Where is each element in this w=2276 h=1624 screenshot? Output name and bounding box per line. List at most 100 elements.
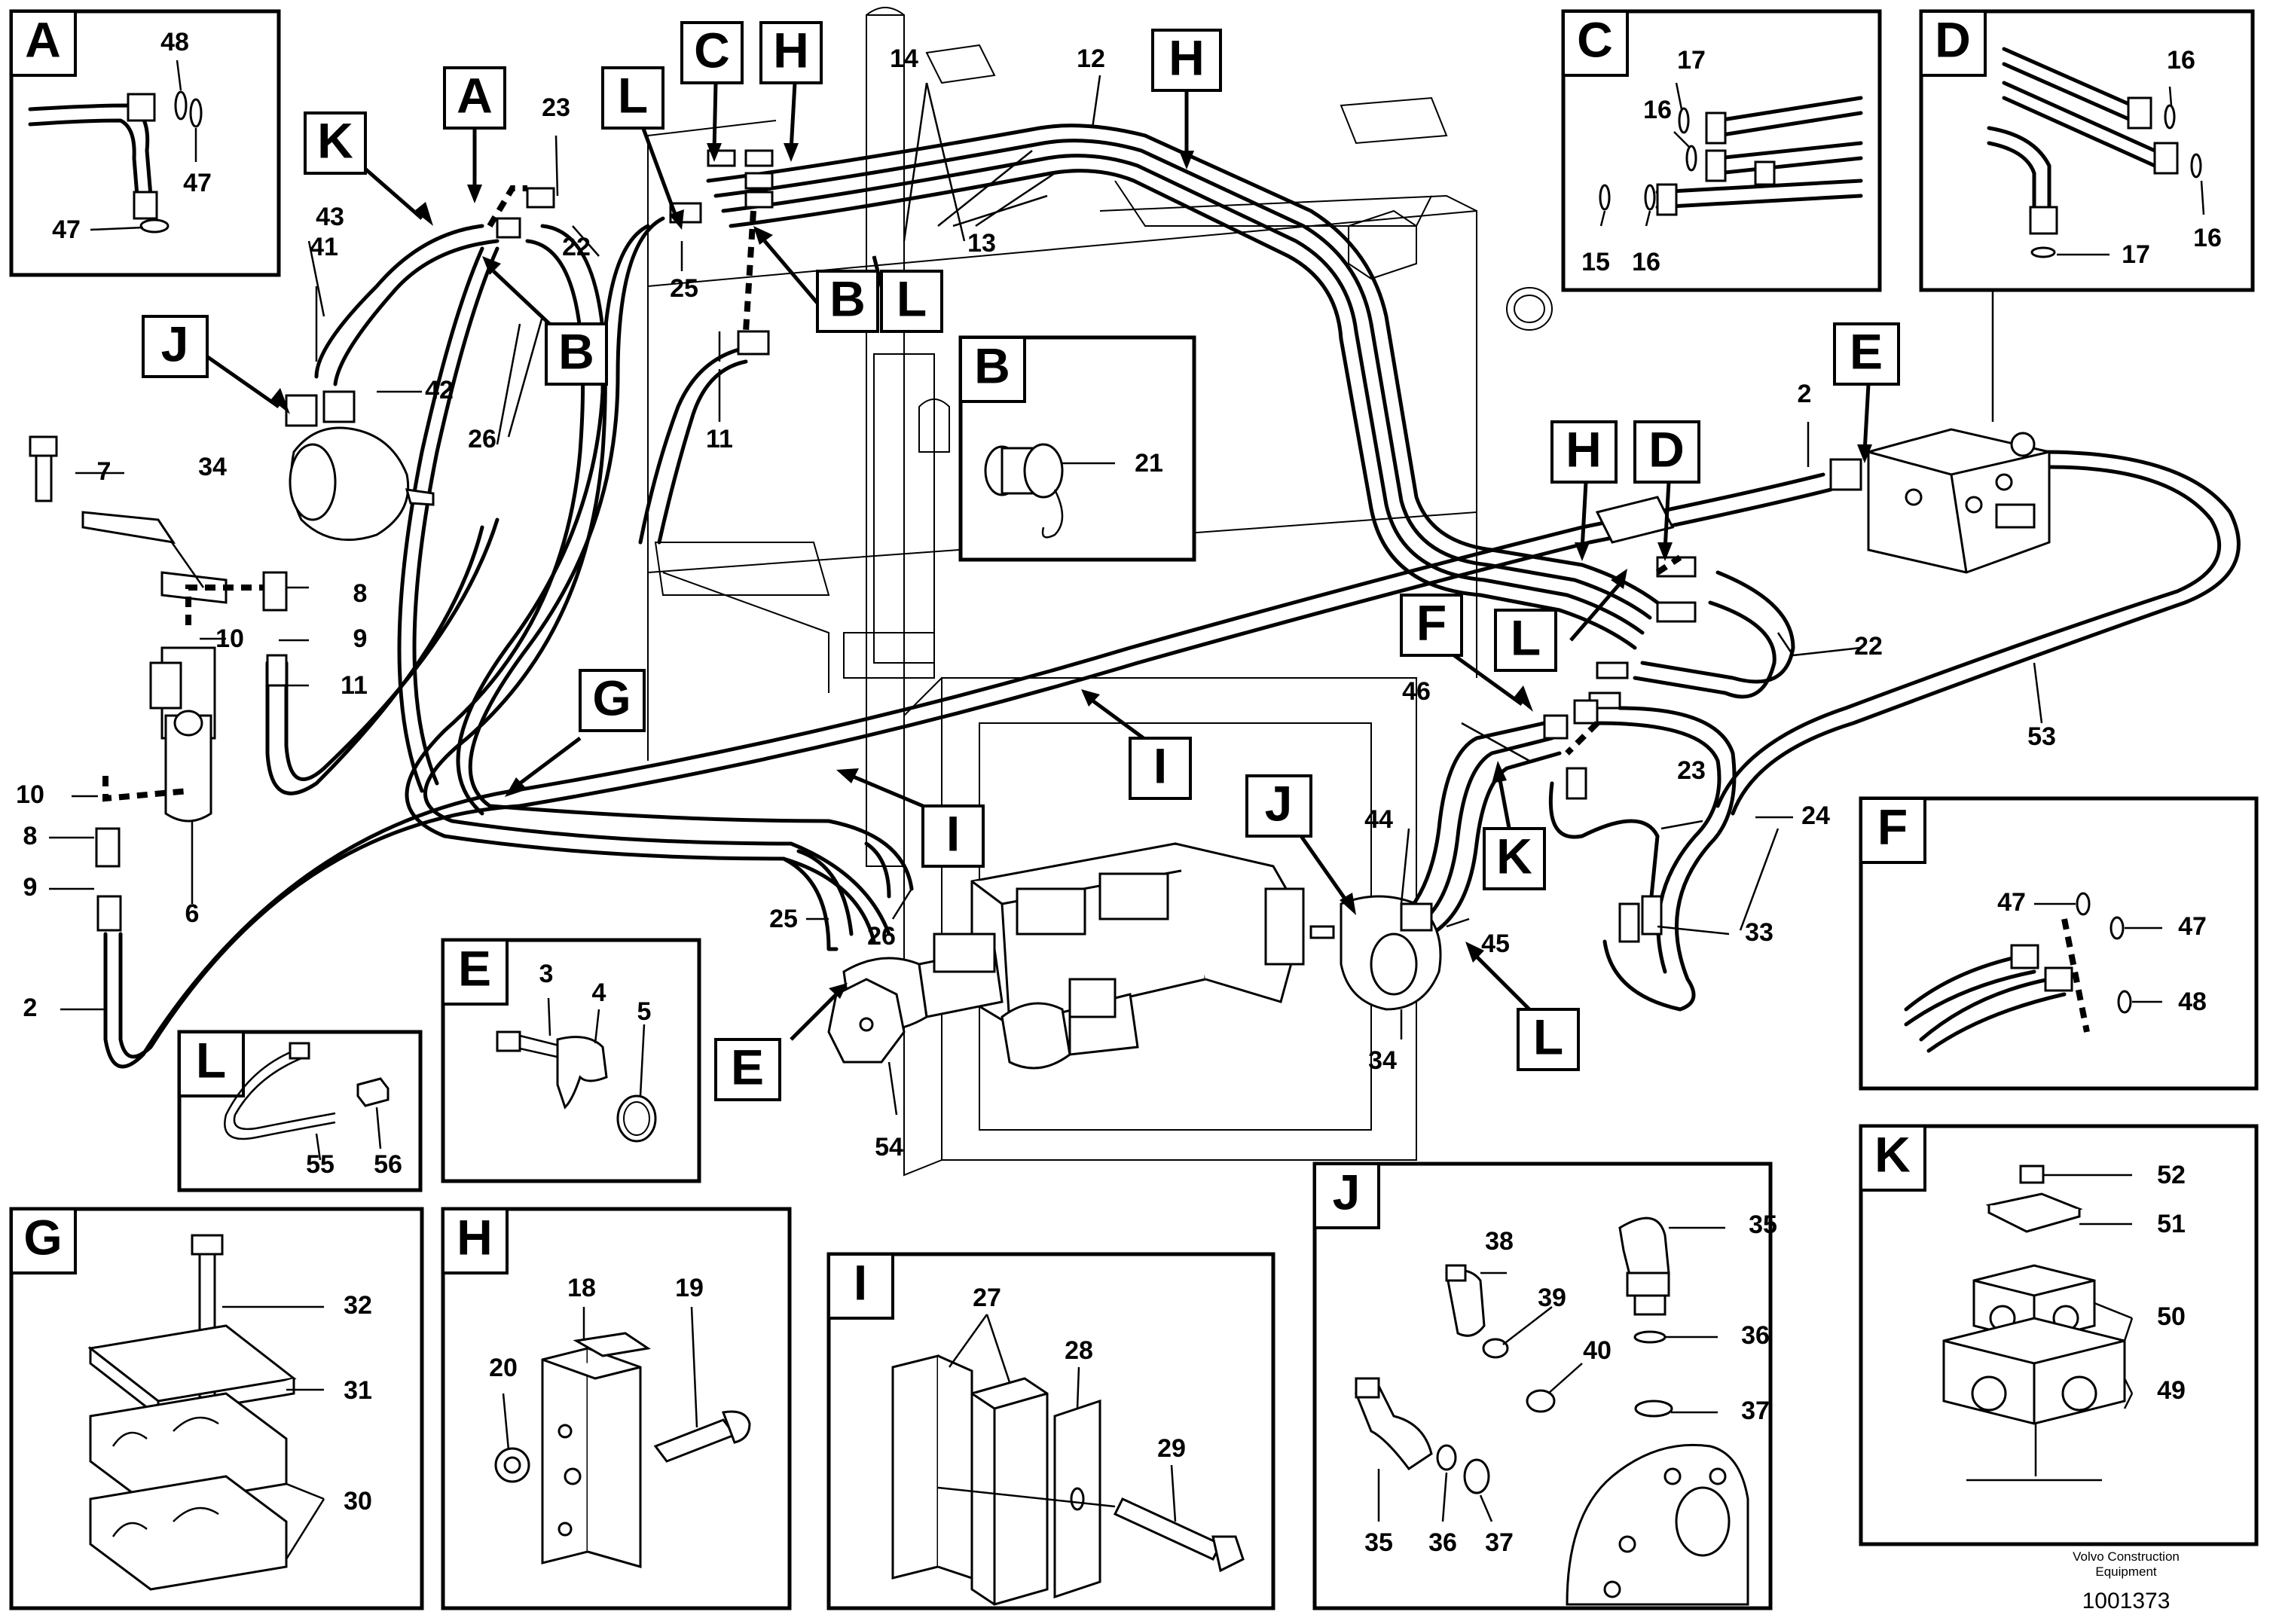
detail-panel-F: F 47 47 48 (1859, 796, 2259, 1091)
main-callouts: 1 2 2 6 7 8 8 9 9 10 10 11 11 12 13 14 2… (16, 41, 2056, 1162)
panel-J-callout-36b: 36 (1428, 1528, 1457, 1557)
callout-44: 44 (1364, 805, 1393, 834)
panel-E-callout-4: 4 (592, 978, 606, 1007)
panel-C-callout-16b: 16 (1632, 248, 1660, 276)
panel-J-callout-35a: 35 (1749, 1210, 1777, 1239)
panel-H-callout-20: 20 (489, 1354, 518, 1382)
marker-H3: H (1566, 421, 1602, 477)
fitting-8-left (95, 571, 288, 932)
panel-A-callout-47a: 47 (183, 169, 212, 197)
panel-C-callout-15: 15 (1581, 248, 1610, 276)
detail-panel-E: E 3 4 5 (441, 938, 701, 1183)
panel-C-letter: C (1577, 11, 1613, 67)
panel-E-callout-5: 5 (637, 997, 652, 1026)
panel-F-callout-47a: 47 (1997, 888, 2026, 917)
panel-J-callout-38: 38 (1485, 1227, 1514, 1256)
marker-L1: L (618, 67, 648, 123)
panel-J-letter: J (1333, 1164, 1361, 1220)
callout-54: 54 (875, 1133, 903, 1162)
fittings-22 (1543, 496, 1697, 740)
callout-9b: 9 (23, 873, 38, 902)
panel-A-callout-47b: 47 (52, 215, 81, 244)
panel-J-callout-40: 40 (1583, 1336, 1612, 1365)
panel-A-callout-48: 48 (160, 28, 189, 56)
credit-block: Volvo Construction Equipment 1001373 (2073, 1549, 2180, 1613)
marker-tags: A L C H H K J B B L H D E F L K L J I (142, 21, 1900, 1101)
panel-B-letter: B (974, 337, 1010, 393)
marker-G: G (592, 670, 631, 725)
hydraulic-hoses (103, 124, 2241, 1069)
panel-H-callout-19: 19 (675, 1274, 704, 1302)
panel-D-letter: D (1935, 11, 1971, 67)
callout-23: 23 (542, 93, 570, 122)
callout-12: 12 (1077, 44, 1105, 73)
panel-E-callout-3: 3 (539, 960, 554, 988)
motor-34-right (1309, 895, 1442, 1011)
marker-J2: J (1265, 775, 1293, 831)
panel-K-callout-52: 52 (2157, 1161, 2186, 1189)
detail-panel-D: D 16 16 17 (1919, 9, 2255, 292)
credit-line2: Equipment (2095, 1564, 2157, 1579)
detail-panel-L: L 55 56 (177, 1030, 423, 1192)
callout-34: 34 (198, 453, 227, 481)
callout-22b: 22 (1854, 632, 1883, 661)
panel-D-callout-16a: 16 (2167, 46, 2195, 75)
callout-33: 33 (1745, 918, 1773, 947)
panel-L-callout-55: 55 (306, 1150, 335, 1179)
callout-13: 13 (967, 229, 996, 258)
callout-53: 53 (2027, 722, 2056, 751)
marker-arrows (202, 82, 1872, 1041)
marker-H1: H (773, 22, 809, 78)
panel-J-callout-35b: 35 (1364, 1528, 1393, 1557)
panel-L-callout-56: 56 (374, 1150, 402, 1179)
panel-F-letter: F (1877, 798, 1908, 854)
panel-A-letter: A (25, 11, 61, 67)
panel-J-callout-37b: 37 (1485, 1528, 1514, 1557)
panel-I-callout-27: 27 (973, 1284, 1001, 1312)
panel-E-letter: E (458, 940, 491, 996)
document-number: 1001373 (2082, 1589, 2171, 1613)
panel-G-callout-30: 30 (344, 1487, 372, 1516)
panel-D-callout-17: 17 (2122, 240, 2150, 269)
callout-24: 24 (1801, 801, 1830, 830)
panel-G-callout-32: 32 (344, 1291, 372, 1320)
credit-line1: Volvo Construction (2073, 1549, 2180, 1564)
callout-25: 25 (670, 274, 698, 303)
panel-H-letter: H (457, 1209, 493, 1265)
bolt-7 (29, 435, 58, 502)
callout-43: 43 (316, 203, 344, 231)
marker-F: F (1416, 594, 1447, 650)
callout-14: 14 (890, 44, 918, 73)
callout-41: 41 (310, 233, 338, 261)
marker-K1: K (317, 112, 353, 168)
marker-L4: L (1533, 1009, 1563, 1064)
panel-F-callout-47b: 47 (2178, 912, 2207, 941)
panel-J-callout-37a: 37 (1741, 1397, 1770, 1425)
panel-C-callout-16a: 16 (1643, 96, 1672, 124)
pump-assembly (827, 842, 1305, 1070)
callout-26: 26 (468, 425, 496, 453)
marker-E2: E (731, 1039, 764, 1094)
panel-K-letter: K (1874, 1126, 1911, 1182)
marker-J1: J (161, 316, 189, 371)
panel-D-callout-16b: 16 (2193, 224, 2222, 252)
marker-H2: H (1169, 29, 1205, 85)
callout-45: 45 (1481, 930, 1510, 958)
leader-7 (170, 542, 205, 588)
callout-22: 22 (562, 233, 591, 261)
callout-26b: 26 (867, 922, 896, 951)
marker-L3: L (1511, 609, 1541, 665)
callout-10: 10 (215, 624, 244, 653)
detail-panel-A: A 48 47 47 (9, 9, 281, 277)
hose-53 (1731, 450, 2241, 816)
callout-2b: 2 (23, 994, 38, 1022)
panel-G-callout-31: 31 (344, 1376, 372, 1405)
marker-A: A (457, 67, 493, 123)
components (29, 149, 2051, 1070)
callout-8: 8 (353, 579, 368, 608)
callout-9: 9 (353, 624, 368, 653)
callout-34b: 34 (1368, 1046, 1397, 1075)
panel-J-callout-39: 39 (1538, 1284, 1566, 1312)
